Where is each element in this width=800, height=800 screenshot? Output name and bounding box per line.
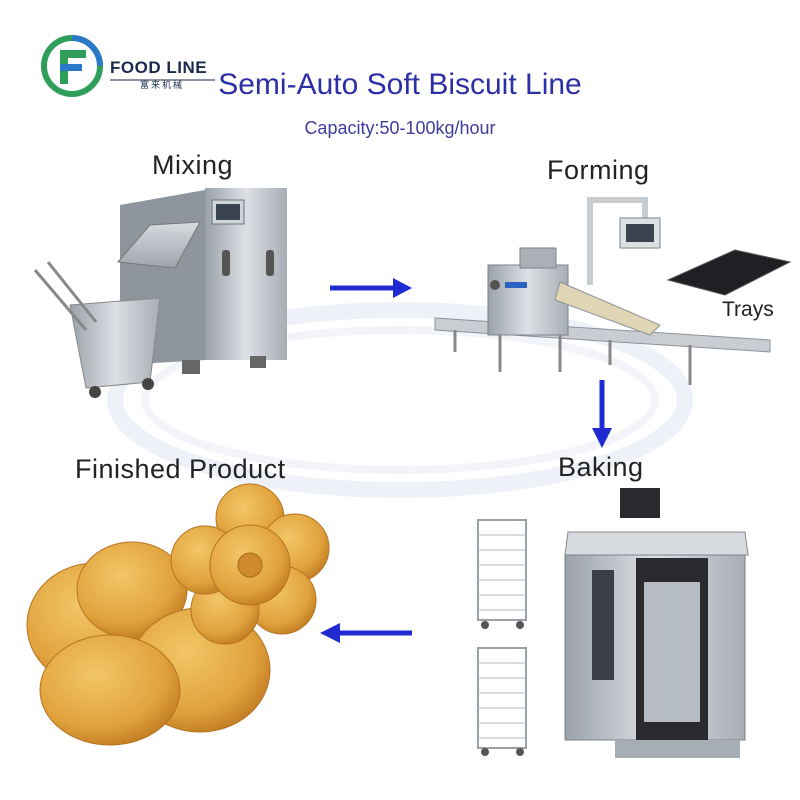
trays-label: Trays (722, 298, 774, 321)
page-title: Semi-Auto Soft Biscuit Line (218, 68, 582, 101)
stage-label-mixing: Mixing (152, 150, 234, 180)
brand-name: FOOD LINE (110, 58, 208, 77)
brand-subtitle: 富来机械 (140, 80, 185, 90)
stage-label-finished: Finished Product (75, 454, 286, 484)
capacity-subtitle: Capacity:50-100kg/hour (304, 118, 496, 138)
stage-label-forming: Forming (547, 155, 650, 185)
stage-label-baking: Baking (558, 452, 644, 482)
